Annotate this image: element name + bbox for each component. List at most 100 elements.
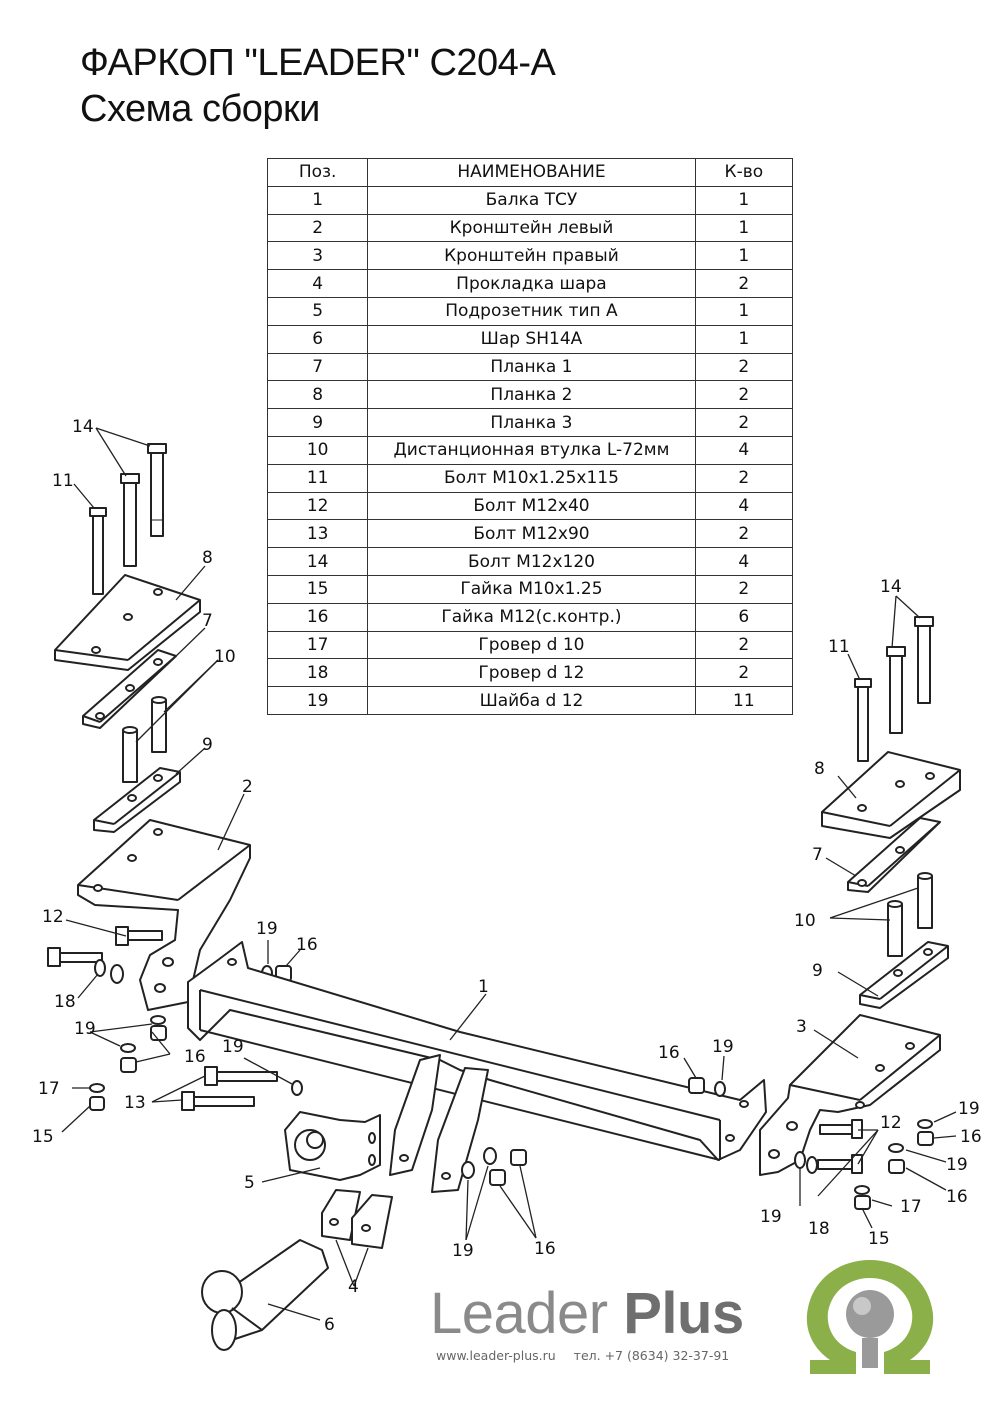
cell-qty: 2: [694, 519, 794, 549]
cell-pos: 7: [266, 352, 369, 382]
callout-16-beam-left: 16: [296, 935, 318, 955]
left-plate-8: [54, 574, 201, 671]
callout-6: 6: [324, 1315, 335, 1335]
header-pos: Поз.: [266, 158, 369, 187]
brand-phone: тел. +7 (8634) 32-37-91: [573, 1348, 730, 1363]
callout-19-bolt13: 19: [222, 1037, 244, 1057]
brand-name-light: Leader: [430, 1281, 608, 1346]
right-bolts-12: [817, 1119, 863, 1174]
callout-18-right: 18: [808, 1219, 830, 1239]
cell-pos: 19: [266, 686, 369, 715]
right-plate-8: [821, 751, 961, 839]
cell-name: Планка 1: [367, 352, 696, 382]
left-spacer-10a: [151, 696, 167, 753]
callout-17-right: 17: [900, 1197, 922, 1217]
right-plate-7: [847, 817, 941, 893]
cell-pos: 16: [266, 602, 369, 632]
left-bolt-12: [47, 926, 163, 967]
right-bolt-14-short: [886, 646, 906, 734]
callout-16-beam-right: 16: [658, 1043, 680, 1063]
document-title: ФАРКОП "LEADER" C204-A Схема сборки: [80, 40, 556, 132]
right-bracket-3: [759, 1014, 941, 1176]
cell-qty: 4: [694, 435, 794, 465]
cell-qty: 1: [694, 213, 794, 243]
cell-name: Шайба d 12: [367, 686, 696, 715]
cell-pos: 2: [266, 213, 369, 243]
right-spacers-10: [887, 872, 933, 957]
cell-pos: 17: [266, 630, 369, 660]
callout-leaders: [61, 427, 957, 1321]
cell-qty: 2: [694, 352, 794, 382]
cell-pos: 9: [266, 408, 369, 437]
right-washers-nuts: [794, 1119, 934, 1210]
left-plate-9: [93, 767, 181, 833]
callout-19-beam-left: 19: [256, 919, 278, 939]
callout-15-right: 15: [868, 1229, 890, 1249]
callout-10-right: 10: [794, 911, 816, 931]
callout-8-left: 8: [202, 548, 213, 568]
callout-18-left: 18: [54, 992, 76, 1012]
left-spacer-10b: [122, 726, 138, 783]
callout-19-beam-right: 19: [712, 1037, 734, 1057]
cell-qty: 1: [694, 185, 794, 215]
brand-contact: www.leader-plus.ru тел. +7 (8634) 32-37-…: [436, 1348, 729, 1363]
callout-11-right: 11: [828, 637, 850, 657]
callout-10-left: 10: [214, 647, 236, 667]
cell-name: Гровер d 12: [367, 658, 696, 688]
callout-19-left: 19: [74, 1019, 96, 1039]
right-bolt-11: [854, 678, 872, 762]
header-qty: К-во: [694, 158, 794, 187]
callout-5: 5: [244, 1173, 255, 1193]
left-bolt-11: [89, 507, 107, 595]
callout-9-left: 9: [202, 735, 213, 755]
left-bolts-13: [181, 1066, 278, 1111]
beam-ball-plates: [389, 1054, 489, 1193]
callout-11-left: 11: [52, 471, 74, 491]
cell-name: Гайка М12(с.контр.): [367, 602, 696, 632]
left-bolt-14-long: [147, 443, 167, 537]
callout-12-left: 12: [42, 907, 64, 927]
cell-pos: 1: [266, 185, 369, 215]
cell-name: Болт М12x90: [367, 519, 696, 549]
callout-2: 2: [242, 777, 253, 797]
cell-qty: 2: [694, 630, 794, 660]
cell-pos: 8: [266, 380, 369, 410]
cell-pos: 4: [266, 269, 369, 298]
cell-qty: 4: [694, 547, 794, 576]
cell-qty: 11: [694, 686, 794, 715]
callout-16-center: 16: [534, 1239, 556, 1259]
right-plate-9: [859, 941, 949, 1009]
cell-name: Гровер d 10: [367, 630, 696, 660]
cell-pos: 11: [266, 463, 369, 493]
callout-7-left: 7: [202, 611, 213, 631]
center-washers-nuts: [461, 1077, 726, 1186]
cell-qty: 2: [694, 269, 794, 298]
callout-1: 1: [478, 977, 489, 997]
callout-labels: 14 11 8 7 10 9 2 12 18 19 16 19 16 19 17…: [32, 417, 982, 1335]
cell-name: Подрозетник тип А: [367, 296, 696, 326]
callout-16-right-mid: 16: [946, 1187, 968, 1207]
callout-14-left: 14: [72, 417, 94, 437]
right-bolt-14-long: [914, 616, 934, 704]
cell-name: Болт М12x40: [367, 491, 696, 521]
cell-qty: 2: [694, 380, 794, 410]
cell-pos: 6: [266, 324, 369, 354]
callout-15-left: 15: [32, 1127, 54, 1147]
cell-pos: 10: [266, 435, 369, 465]
cell-name: Дистанционная втулка L-72мм: [367, 435, 696, 465]
